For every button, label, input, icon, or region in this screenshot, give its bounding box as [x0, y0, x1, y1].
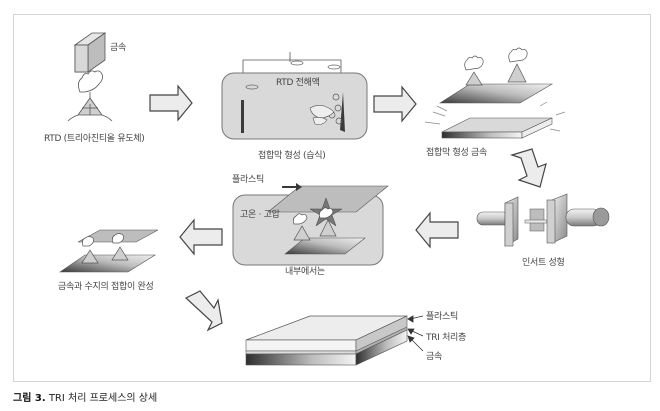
insert-molding-icon — [476, 193, 610, 247]
coated-metal-icon — [424, 47, 566, 139]
step4-label: 인서트 성형 — [522, 258, 565, 268]
step6-label: 금속과 수지의 접합이 완성 — [58, 282, 154, 292]
step3-label: 접합막 형성 금속 — [426, 148, 487, 158]
metal-cube-icon — [73, 32, 107, 73]
layer-label-plastic: 플라스틱 — [426, 312, 458, 322]
figure-caption: 그림 3. TRI 처리 프로세스의 상세 — [13, 389, 157, 404]
caption-text: TRI 처리 프로세스의 상세 — [48, 393, 158, 404]
rtd-molecule-icon — [67, 70, 113, 122]
layer-label-metal: 금속 — [426, 352, 442, 362]
layered-composite-icon — [245, 315, 424, 366]
arrow-right-icon — [149, 84, 193, 122]
step2-label: 접합막 형성 (습식) — [258, 151, 326, 161]
layer-label-tri: TRI 처리층 — [426, 333, 467, 343]
metal-label: 금속 — [110, 43, 126, 53]
bonded-plates-icon — [59, 229, 159, 273]
arrow-down-right-icon — [184, 290, 223, 332]
arrow-left-icon — [415, 211, 459, 249]
plastic-label: 플라스틱 — [232, 175, 264, 185]
electrolyte-bath-icon — [221, 52, 368, 140]
step1-label: RTD (트리아진티올 유도체) — [44, 134, 145, 144]
high-temp-pressure-label: 고온 · 고압 — [240, 210, 280, 220]
rtd-electrolyte-label: RTD 전해액 — [276, 78, 320, 88]
arrow-left-icon — [179, 218, 223, 256]
step5-label: 내부에서는 — [285, 267, 325, 277]
arrow-down-icon — [510, 148, 547, 188]
caption-number: 그림 3. — [13, 393, 46, 404]
molding-chamber-icon — [232, 183, 389, 266]
arrow-right-icon — [373, 85, 417, 123]
